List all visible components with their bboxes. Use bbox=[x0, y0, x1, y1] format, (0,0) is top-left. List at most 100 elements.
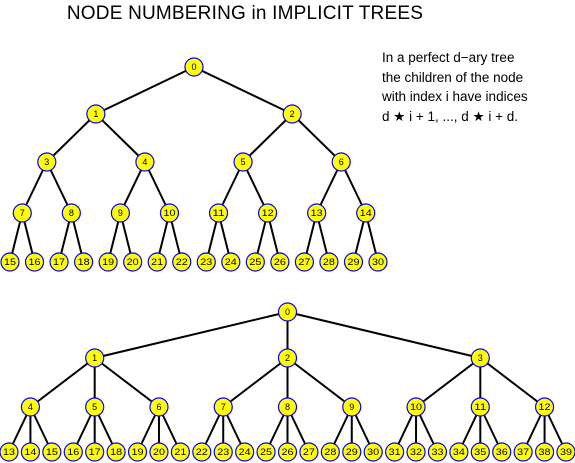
binary-tree-node-18: 18 bbox=[73, 252, 94, 272]
node-circle bbox=[192, 442, 212, 462]
ternary-tree-node-30: 30 bbox=[363, 442, 383, 462]
binary-tree-node-1: 1 bbox=[86, 104, 106, 124]
node-circle bbox=[63, 442, 83, 462]
node-label: 25 bbox=[249, 257, 261, 267]
node-label: 18 bbox=[110, 447, 122, 457]
node-circle bbox=[235, 442, 255, 462]
node-circle bbox=[98, 252, 118, 272]
node-label: 25 bbox=[260, 447, 272, 457]
binary-tree-node-17: 17 bbox=[49, 252, 69, 272]
ternary-tree-edge-0-1 bbox=[94, 311, 288, 359]
node-label: 29 bbox=[346, 447, 358, 457]
node-label: 12 bbox=[539, 402, 551, 412]
node-label: 8 bbox=[285, 402, 290, 412]
ternary-tree-node-28: 28 bbox=[320, 442, 340, 462]
node-label: 20 bbox=[153, 447, 165, 457]
binary-tree-node-29: 29 bbox=[343, 252, 364, 272]
node-label: 8 bbox=[69, 208, 74, 218]
binary-tree-node-13: 13 bbox=[307, 203, 327, 223]
node-circle bbox=[256, 442, 276, 462]
binary-tree-node-7: 7 bbox=[12, 203, 32, 223]
node-label: 5 bbox=[241, 157, 246, 167]
page-title: NODE NUMBERING in IMPLICIT TREES bbox=[66, 3, 424, 24]
node-circle bbox=[513, 442, 533, 462]
node-circle bbox=[427, 442, 448, 462]
ternary-tree-node-13: 13 bbox=[0, 442, 19, 462]
node-label: 4 bbox=[142, 157, 147, 167]
node-circle bbox=[12, 203, 32, 223]
node-label: 19 bbox=[102, 257, 114, 267]
node-circle bbox=[385, 442, 405, 462]
binary-tree-node-24: 24 bbox=[221, 252, 241, 272]
node-label: 33 bbox=[431, 447, 443, 457]
binary-tree-node-11: 11 bbox=[208, 203, 229, 223]
node-circle bbox=[85, 348, 105, 368]
node-label: 1 bbox=[93, 109, 98, 119]
binary-tree-node-23: 23 bbox=[196, 252, 216, 272]
node-label: 38 bbox=[539, 447, 551, 457]
node-circle bbox=[277, 397, 298, 417]
node-label: 27 bbox=[303, 447, 315, 457]
ternary-tree-node-19: 19 bbox=[127, 442, 148, 462]
node-circle bbox=[106, 442, 126, 462]
ternary-tree-node-4: 4 bbox=[20, 397, 41, 417]
ternary-tree-node-27: 27 bbox=[299, 442, 319, 462]
node-circle bbox=[277, 302, 298, 322]
ternary-tree-node-3: 3 bbox=[470, 348, 490, 368]
ternary-tree-edge-1-6 bbox=[94, 357, 160, 408]
node-circle bbox=[277, 348, 298, 368]
node-circle bbox=[85, 397, 105, 417]
node-circle bbox=[213, 442, 233, 462]
node-circle bbox=[61, 203, 81, 223]
ternary-tree-node-5: 5 bbox=[85, 397, 105, 417]
node-circle bbox=[213, 397, 233, 417]
node-circle bbox=[258, 203, 278, 223]
node-circle bbox=[449, 442, 469, 462]
node-label: 14 bbox=[360, 208, 372, 218]
node-label: 4 bbox=[28, 402, 33, 412]
node-circle bbox=[245, 252, 265, 272]
explanation-note: In a perfect d−ary tree the children of … bbox=[382, 48, 572, 126]
node-label: 7 bbox=[20, 208, 25, 218]
node-label: 26 bbox=[282, 447, 294, 457]
binary-tree-node-9: 9 bbox=[110, 203, 131, 223]
binary-tree-node-2: 2 bbox=[282, 104, 302, 124]
node-circle bbox=[20, 442, 41, 462]
node-label: 26 bbox=[274, 257, 286, 267]
binary-tree-node-14: 14 bbox=[356, 203, 376, 223]
binary-tree-node-10: 10 bbox=[159, 203, 180, 223]
node-circle bbox=[282, 104, 302, 124]
node-label: 39 bbox=[560, 447, 572, 457]
node-circle bbox=[85, 442, 105, 462]
node-label: 30 bbox=[372, 257, 384, 267]
node-label: 19 bbox=[132, 447, 144, 457]
node-circle bbox=[368, 252, 388, 272]
binary-tree-node-26: 26 bbox=[270, 252, 290, 272]
node-circle bbox=[123, 252, 143, 272]
node-label: 10 bbox=[163, 208, 175, 218]
node-label: 30 bbox=[367, 447, 379, 457]
node-label: 23 bbox=[200, 257, 212, 267]
binary-tree-node-6: 6 bbox=[331, 152, 351, 172]
node-label: 10 bbox=[410, 402, 422, 412]
node-circle bbox=[0, 252, 20, 272]
node-circle bbox=[170, 442, 190, 462]
ternary-tree-node-1: 1 bbox=[85, 348, 105, 368]
node-circle bbox=[492, 442, 512, 462]
node-label: 24 bbox=[239, 447, 251, 457]
ternary-tree-node-14: 14 bbox=[20, 442, 41, 462]
binary-tree-node-20: 20 bbox=[123, 252, 143, 272]
node-label: 13 bbox=[311, 208, 323, 218]
node-label: 23 bbox=[217, 447, 229, 457]
node-label: 1 bbox=[92, 353, 97, 363]
node-label: 22 bbox=[196, 447, 208, 457]
ternary-tree-node-22: 22 bbox=[192, 442, 212, 462]
node-label: 29 bbox=[347, 257, 359, 267]
binary-tree-node-5: 5 bbox=[233, 152, 253, 172]
node-circle bbox=[470, 442, 490, 462]
binary-tree-node-8: 8 bbox=[61, 203, 81, 223]
node-circle bbox=[406, 397, 426, 417]
node-circle bbox=[135, 152, 155, 172]
node-label: 7 bbox=[221, 402, 226, 412]
